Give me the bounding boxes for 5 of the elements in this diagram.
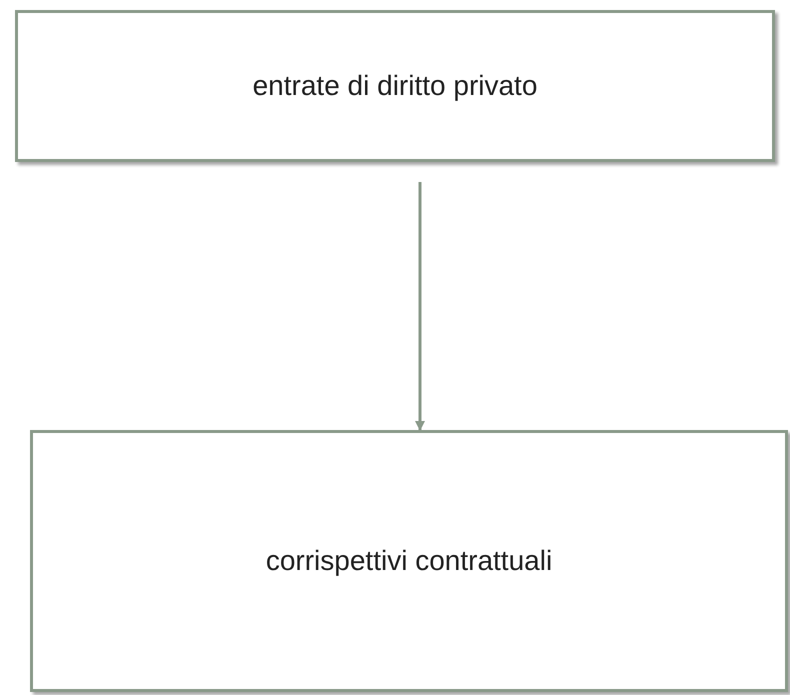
box-label: corrispettivi contrattuali <box>266 544 552 578</box>
arrow <box>415 182 425 431</box>
box-label: entrate di diritto privato <box>252 69 538 103</box>
process-box <box>30 430 788 692</box>
process-box <box>15 10 775 162</box>
